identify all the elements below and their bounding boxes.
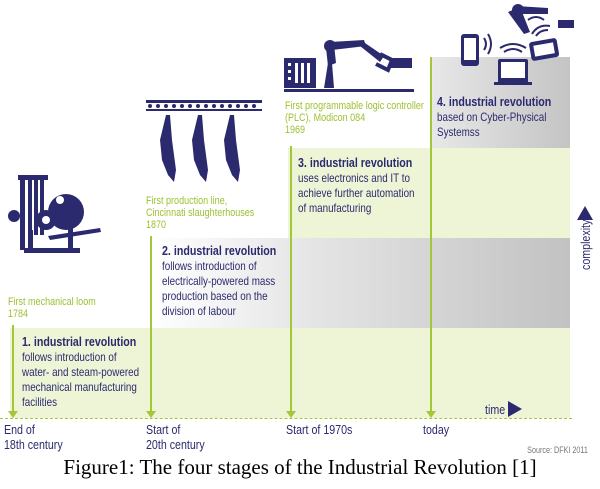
stage-1-desc: mechanical manufacturing — [22, 380, 137, 394]
stage-2-desc: follows introduction of — [162, 259, 257, 273]
milestone-2-year: 1870 — [146, 219, 167, 231]
mechanical-loom-icon — [8, 175, 101, 253]
time-axis — [0, 418, 572, 419]
time-arrow-icon — [508, 401, 522, 417]
milestone-3-year: 1969 — [285, 124, 306, 136]
milestone-2-label: First production line, Cincinnati slaugh… — [146, 195, 254, 231]
time-label-2-line2: 20th century — [146, 437, 205, 452]
time-label-3-line1: Start of 1970s — [286, 422, 353, 437]
stage-2-title: 2. industrial revolution — [162, 243, 277, 258]
stage-3-desc: achieve further automation — [298, 186, 415, 200]
slaughterhouse-line-icon — [146, 100, 262, 182]
stage-4-title: 4. industrial revolution — [437, 94, 552, 109]
milestone-3-line1: First programmable logic controller — [285, 100, 424, 112]
milestone-2-line2: Cincinnati slaughterhouses — [146, 207, 255, 219]
complexity-arrow-icon — [577, 206, 593, 220]
stage-1-text: 1. industrial revolution follows introdu… — [22, 334, 139, 410]
timeline-arrow-2 — [146, 411, 156, 418]
time-label-2: Start of 20th century — [146, 422, 205, 452]
milestone-1-line: First mechanical loom — [8, 296, 96, 308]
stage-3-text: 3. industrial revolution uses electronic… — [298, 155, 415, 216]
source-note: Source: DFKI 2011 — [527, 445, 588, 455]
stage-2-desc: division of labour — [162, 304, 236, 318]
time-axis-label: time — [485, 402, 506, 417]
timeline-4 — [430, 57, 432, 413]
stage-3-title: 3. industrial revolution — [298, 155, 413, 170]
timeline-2 — [150, 236, 152, 413]
time-label-3: Start of 1970s — [286, 422, 352, 437]
stage-1-desc: water- and steam-powered — [22, 365, 140, 379]
timeline-arrow-4 — [426, 411, 436, 418]
stage-2-text: 2. industrial revolution follows introdu… — [162, 243, 276, 319]
time-label-4-line1: today — [423, 422, 450, 437]
stage-2-desc: electrically-powered mass — [162, 274, 276, 288]
time-label-4: today — [423, 422, 449, 437]
milestone-3-label: First programmable logic controller (PLC… — [285, 100, 424, 136]
stage-1-desc: follows introduction of — [22, 350, 117, 364]
timeline-arrow-1 — [8, 411, 18, 418]
time-label-1-line1: End of — [4, 422, 35, 437]
milestone-1-label: First mechanical loom 1784 — [8, 296, 96, 320]
milestone-1-year: 1784 — [8, 308, 29, 320]
cyber-physical-devices-icon — [461, 4, 574, 85]
stage-3-desc: uses electronics and IT to — [298, 171, 410, 185]
time-label-1: End of 18th century — [4, 422, 63, 452]
time-label-2-line1: Start of — [146, 422, 181, 437]
timeline-1 — [12, 325, 14, 413]
time-label-1-line2: 18th century — [4, 437, 63, 452]
complexity-axis-label: complexity — [578, 219, 593, 270]
stage-1-desc: facilities — [22, 395, 58, 409]
stage-1-title: 1. industrial revolution — [22, 334, 137, 349]
plc-robot-arm-icon — [284, 40, 414, 92]
milestone-2-line1: First production line, — [146, 195, 228, 207]
stage-4-text: 4. industrial revolution based on Cyber-… — [437, 94, 551, 140]
stage-4-desc: Systemss — [437, 125, 480, 139]
figure-caption: Figure1: The four stages of the Industri… — [63, 455, 537, 479]
stage-4-desc: based on Cyber-Physical — [437, 110, 547, 124]
timeline-arrow-3 — [286, 411, 296, 418]
stage-3-band — [288, 148, 570, 238]
stage-2-band — [148, 238, 570, 328]
milestone-3-line2: (PLC), Modicon 084 — [285, 112, 366, 124]
timeline-3 — [290, 146, 292, 413]
stage-3-desc: of manufacturing — [298, 201, 372, 215]
stage-2-desc: production based on the — [162, 289, 268, 303]
